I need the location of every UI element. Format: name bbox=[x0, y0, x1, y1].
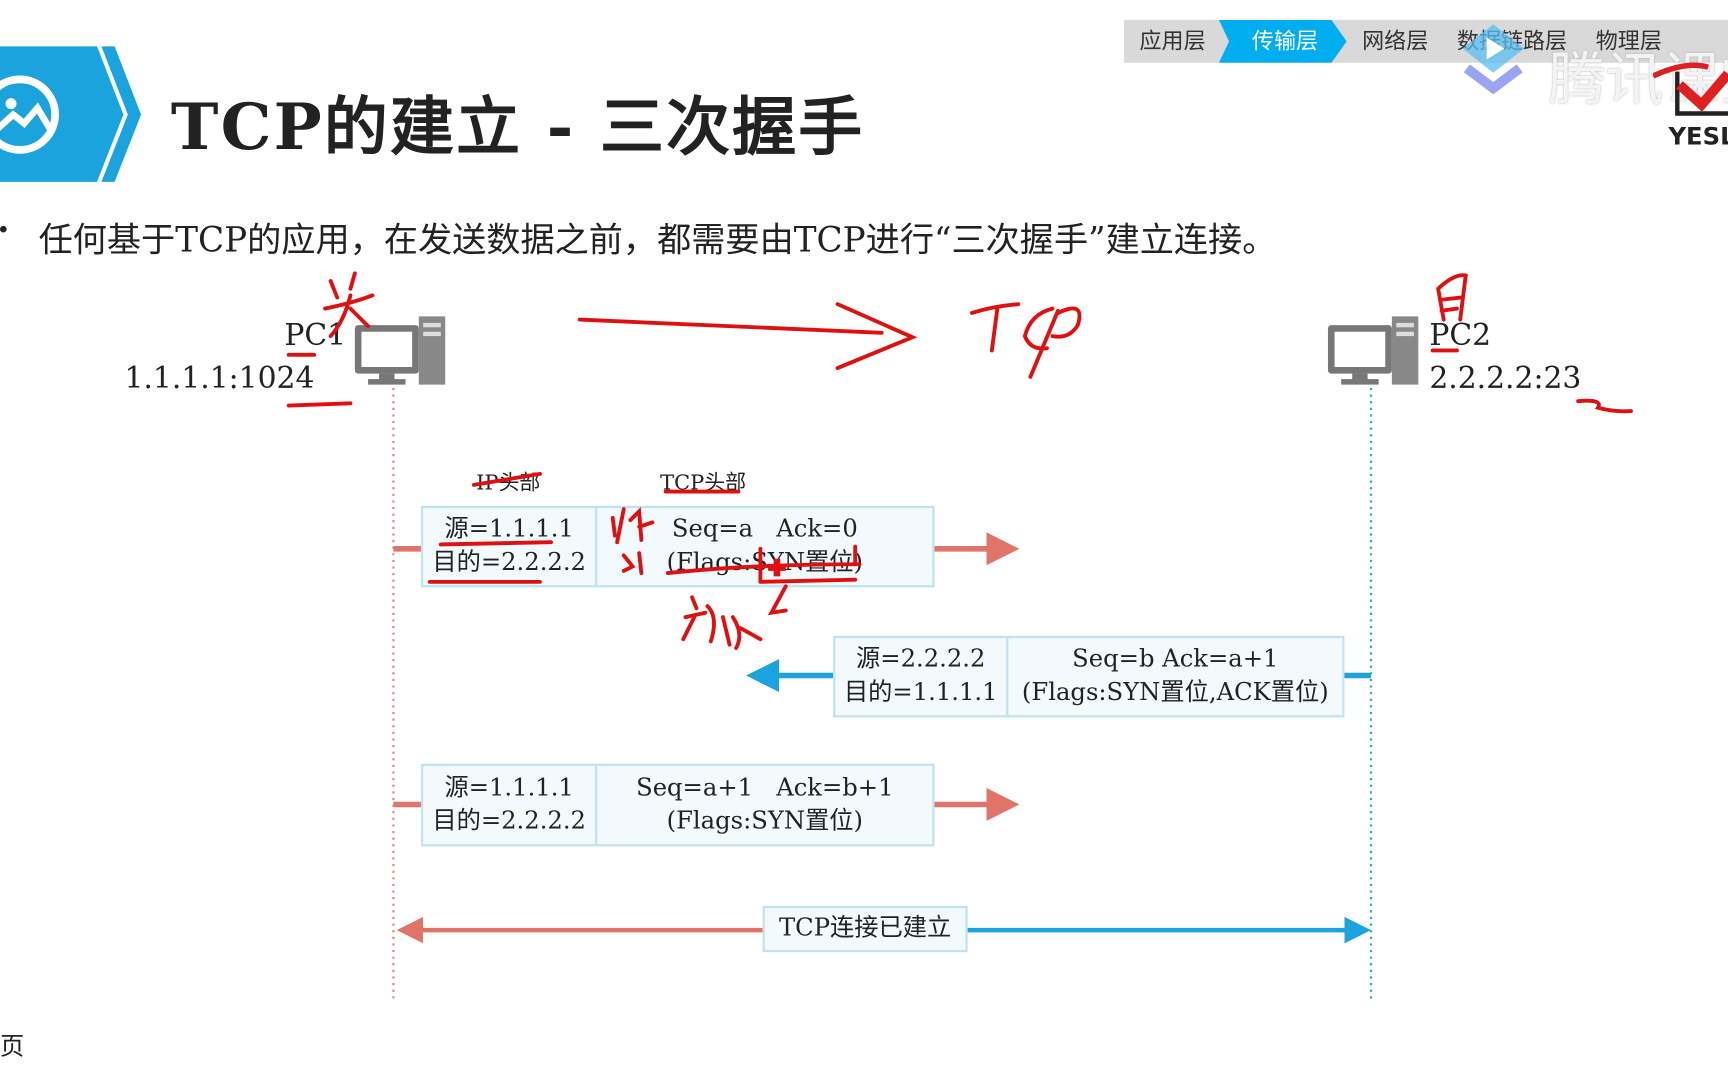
breadcrumb-physical-layer[interactable]: 物理层 bbox=[1595, 27, 1662, 54]
segment-dst: 目的=2.2.2.2 bbox=[432, 548, 586, 577]
segment-seq-ack: Seq=b Ack=a+1 bbox=[1072, 645, 1279, 674]
tencent-classroom-logo-icon bbox=[1462, 24, 1525, 95]
bullet-dot bbox=[0, 225, 7, 233]
segment-3-ack: 源=1.1.1.1 目的=2.2.2.2 Seq=a+1 Ack=b+1 (Flag… bbox=[420, 763, 935, 847]
layer-breadcrumb: 应用层 传输层 网络层 数据链路层 物理层 bbox=[1124, 19, 1728, 63]
connection-established-label: TCP连接已建立 bbox=[762, 905, 968, 953]
bullet-text: 任何基于TCP的应用，在发送数据之前，都需要由TCP进行“三次握手”建立连接。 bbox=[38, 220, 1277, 261]
pc2-name: PC2 bbox=[1429, 318, 1492, 353]
segment-src: 源=1.1.1.1 bbox=[444, 774, 574, 802]
segment-flags: (Flags:SYN置位,ACK置位) bbox=[1021, 678, 1329, 707]
segment-flags: (Flags:SYN置位) bbox=[666, 807, 864, 835]
section-image-icon bbox=[0, 46, 142, 182]
breadcrumb-transport-layer[interactable]: 传输层 bbox=[1218, 19, 1347, 63]
pc1-address: 1.1.1.1:1024 bbox=[124, 361, 315, 396]
breadcrumb-application-layer[interactable]: 应用层 bbox=[1139, 27, 1206, 54]
segment-src: 源=1.1.1.1 bbox=[444, 515, 574, 544]
yesl-logo-text: YESL bbox=[1668, 123, 1728, 151]
ip-header-label: IP头部 bbox=[476, 470, 541, 495]
yesl-logo-icon bbox=[1653, 62, 1728, 116]
page-footer-fragment: 页 bbox=[0, 1033, 25, 1062]
segment-1-syn: 源=1.1.1.1 目的=2.2.2.2 Seq=a Ack=0 (Flags:SY… bbox=[420, 505, 935, 588]
tcp-header-label: TCP头部 bbox=[660, 470, 747, 495]
segment-dst: 目的=2.2.2.2 bbox=[432, 807, 586, 835]
segment-dst: 目的=1.1.1.1 bbox=[843, 678, 998, 707]
segment-seq-ack: Seq=a+1 Ack=b+1 bbox=[636, 774, 894, 802]
segment-flags: (Flags:SYN置位) bbox=[666, 548, 864, 577]
breadcrumb-network-layer[interactable]: 网络层 bbox=[1362, 27, 1429, 54]
page-title: TCP的建立 - 三次握手 bbox=[170, 89, 865, 165]
segment-2-syn-ack: 源=2.2.2.2 目的=1.1.1.1 Seq=b Ack=a+1 (Flags:… bbox=[833, 635, 1345, 718]
segment-seq-ack: Seq=a Ack=0 bbox=[671, 515, 858, 544]
segment-src: 源=2.2.2.2 bbox=[856, 645, 986, 674]
